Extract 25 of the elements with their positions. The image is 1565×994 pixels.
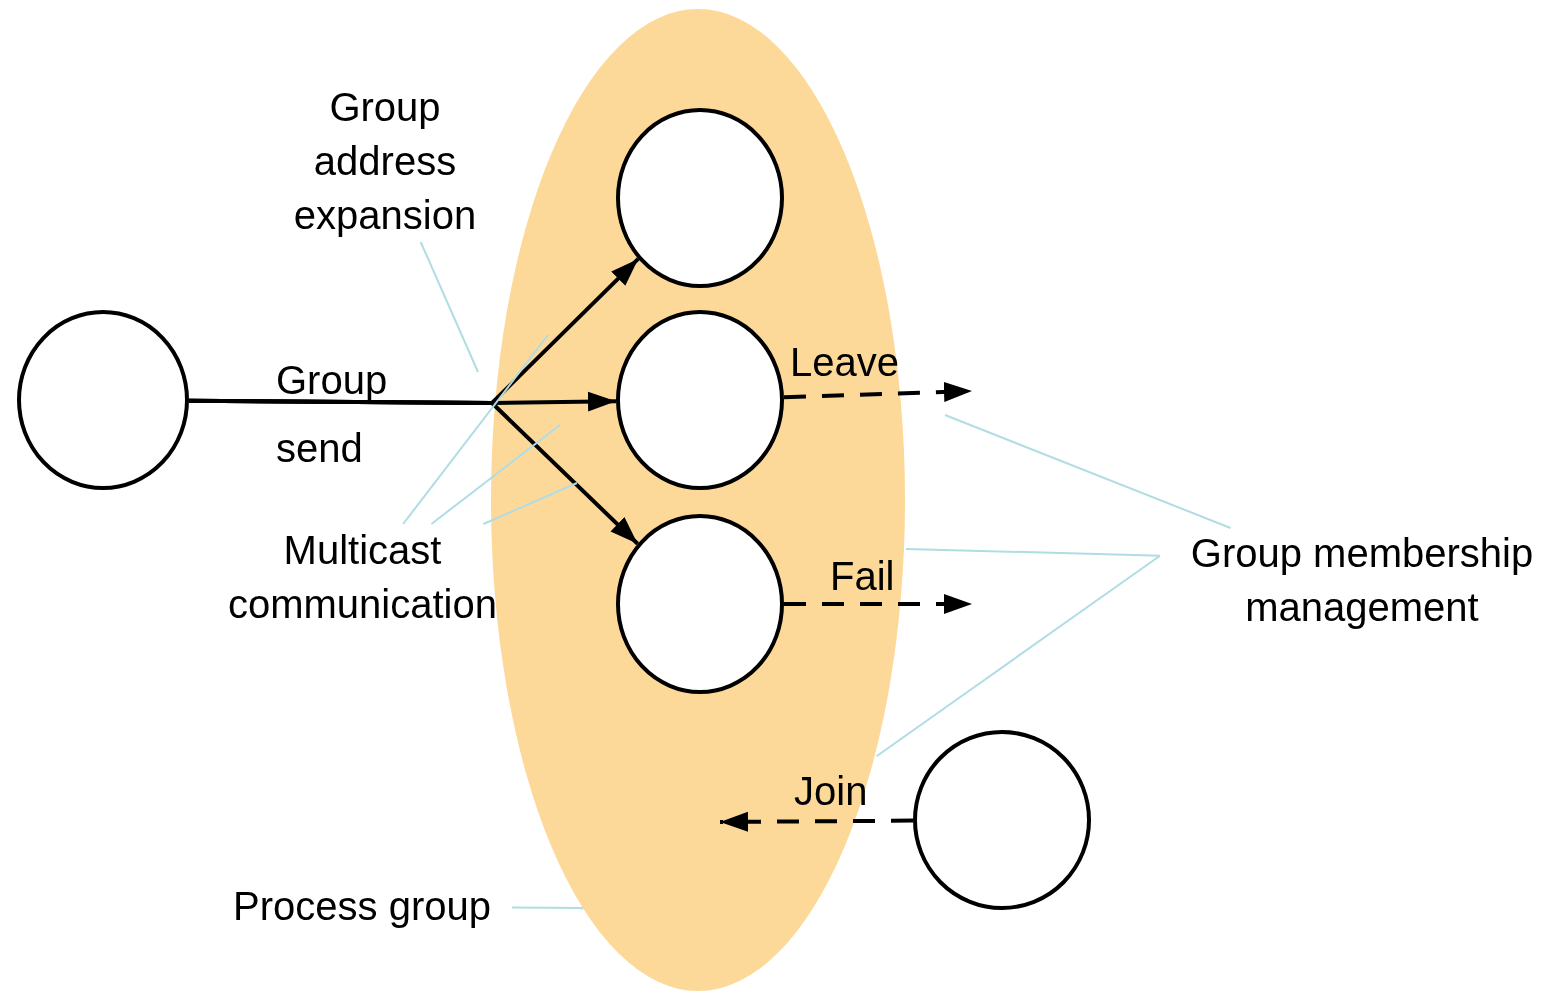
- leader-line: [905, 547, 1161, 557]
- edge-label: Join: [794, 771, 869, 811]
- arrow: [784, 594, 972, 614]
- arrow: [189, 398, 639, 546]
- edge-label: Leave: [790, 342, 900, 382]
- annotation-text: Group membership management: [1160, 528, 1564, 632]
- process-circle: [616, 310, 784, 490]
- leader-line: [402, 334, 549, 525]
- leader-line: [875, 554, 1161, 758]
- leader-line: [430, 424, 561, 525]
- leader-line: [511, 906, 584, 911]
- arrow: [720, 811, 913, 832]
- leader-line: [419, 241, 479, 373]
- process-circle: [17, 310, 189, 490]
- edge-label: Group send: [276, 357, 389, 472]
- annotation-text: Process group: [212, 880, 512, 932]
- annotation-text: Multicast communication: [200, 524, 525, 630]
- edge-label: Fail: [830, 556, 896, 596]
- process-circle: [913, 730, 1091, 910]
- arrow: [783, 381, 973, 402]
- process-circle: [616, 514, 784, 694]
- process-circle: [616, 108, 784, 288]
- leader-line: [482, 482, 578, 525]
- annotation-text: Group address expansion: [270, 80, 500, 242]
- leader-line: [944, 414, 1232, 529]
